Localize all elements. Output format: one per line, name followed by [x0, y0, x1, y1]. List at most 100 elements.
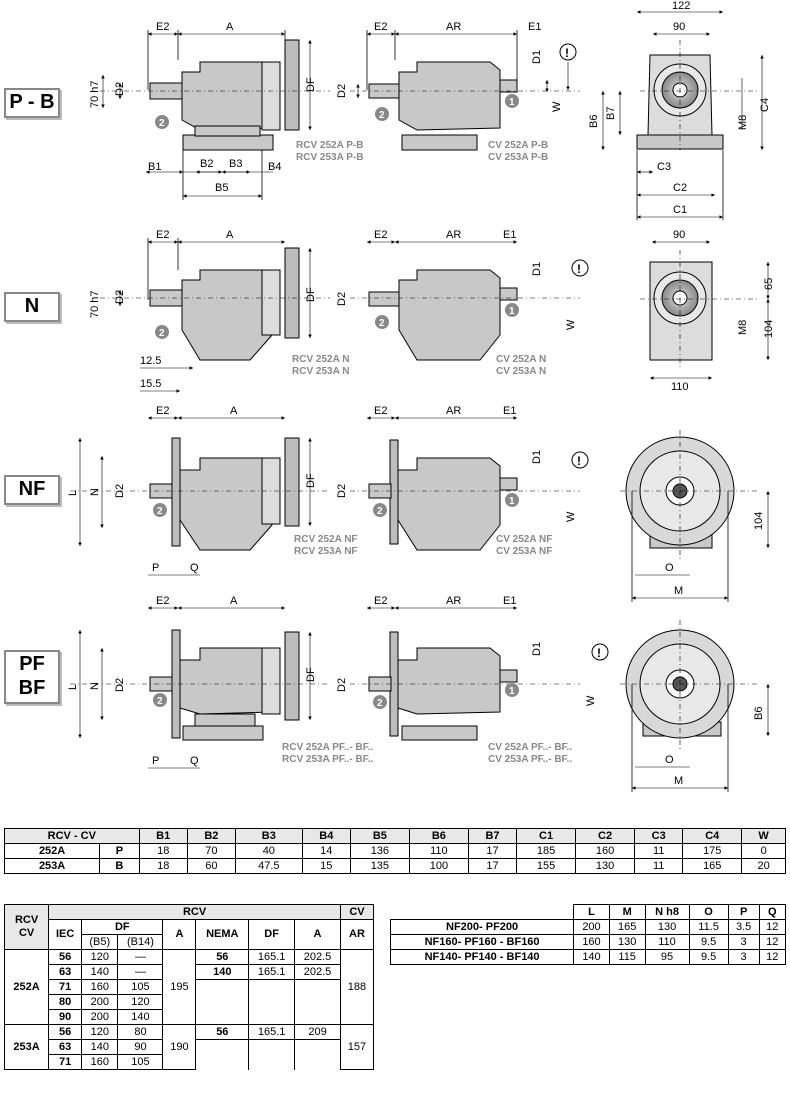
dim-a-nf: A [230, 405, 238, 417]
caption-rcv-nf-2: RCV 253A NF [294, 546, 358, 557]
section-pfbf-cv-drawing: E2 AR E1 D2 D1 2 1 ! W CV 252A PF..- BF.… [336, 595, 609, 765]
section-label-nf: NF [4, 475, 60, 505]
b5-cell: 120 [81, 949, 119, 965]
df2-cell [248, 1054, 296, 1070]
dim-122: 122 [672, 0, 690, 12]
a2-cell [294, 1039, 341, 1055]
dim-l-pf: L [67, 684, 79, 690]
dim-ar-pf: AR [446, 595, 461, 607]
dim-e1: E1 [528, 21, 541, 33]
dim-65: 65 [763, 278, 775, 290]
dim-q-nf: Q [190, 562, 199, 574]
table-cell: 165 [608, 919, 646, 935]
dim-104-nf: 104 [753, 512, 765, 530]
b14-cell: 80 [117, 1024, 164, 1040]
dim-ar-nf: AR [446, 405, 461, 417]
dim-df: DF [305, 77, 317, 92]
dim-b3: B3 [229, 158, 242, 170]
row-model: 252A [3, 843, 101, 859]
a2-cell: 209 [294, 1024, 341, 1040]
dim-d2-nf: D2 [114, 484, 126, 498]
df2-cell [248, 994, 296, 1010]
table-cell: 185 [516, 843, 577, 859]
dim-b6: B6 [588, 115, 600, 128]
dim-a-pf: A [230, 595, 238, 607]
flange-name: NF140- PF140 - BF140 [389, 949, 575, 965]
b14-cell: — [117, 949, 164, 965]
iec-cell: 63 [48, 964, 83, 980]
nema-cell: 56 [195, 949, 250, 965]
dim-e2-n-cv: E2 [374, 229, 387, 241]
dim-a-n: A [226, 229, 234, 241]
dim-15-5: 15.5 [140, 378, 161, 390]
section-pb-rcv-drawing: E2 A D2 70 h7 DF 2 B1 B2 B3 B4 B5 RCV 25… [89, 21, 363, 200]
ar-header: AR [339, 919, 375, 950]
dim-c2: C2 [673, 182, 687, 194]
dim-o-pf: O [665, 754, 674, 766]
a-header: A [162, 919, 197, 950]
dim-70h7: 70 h7 [89, 80, 101, 108]
b5-cell: 140 [81, 1039, 119, 1055]
dim-e1-pf: E1 [503, 595, 516, 607]
section-pb-front-view: 122 90 M8 C4 B6 B7 C3 C2 C1 [588, 0, 771, 220]
table-cell: 175 [682, 843, 743, 859]
dim-c3: C3 [657, 161, 671, 173]
dim-d1: D1 [531, 50, 543, 64]
table-cell: 60 [186, 858, 236, 874]
b14-cell: 105 [117, 979, 164, 995]
nema-cell [195, 994, 250, 1010]
caption-cv-nf-1: CV 252A NF [496, 534, 552, 545]
dim-w-nf: W [565, 511, 577, 522]
a2-cell [294, 1009, 341, 1025]
table-b-col-header: RCV - CV [4, 828, 140, 844]
dim-d2-nf-cv: D2 [336, 484, 348, 498]
caption-cv-n-1: CV 252A N [496, 354, 546, 365]
table-cell: 9.5 [688, 949, 729, 965]
flange-col-header: O [688, 904, 729, 920]
dim-m8: M8 [737, 115, 749, 130]
df2-cell: 165.1 [248, 1024, 296, 1040]
table-b-col-header: B4 [301, 828, 351, 844]
a2-cell [294, 979, 341, 995]
nema-cell [195, 1054, 250, 1070]
dim-e1-n: E1 [503, 229, 516, 241]
iec-cell: 80 [48, 994, 83, 1010]
table-cell: 40 [234, 843, 303, 859]
dim-c4: C4 [759, 98, 771, 112]
dim-df-nf: DF [305, 473, 317, 488]
callout-2-n-cv: 2 [379, 318, 385, 329]
callout-2-pf-cv: 2 [377, 698, 383, 709]
table-b-col-header: C3 [634, 828, 684, 844]
table-cell: 12 [758, 949, 787, 965]
caption-rcv-pb-2: RCV 253A P-B [296, 152, 363, 163]
rcv-header: RCV [48, 904, 341, 920]
dim-o-nf: O [665, 562, 674, 574]
table-cell: 18 [138, 858, 188, 874]
dim-d2: D2 [114, 82, 126, 96]
table-cell: 165 [682, 858, 743, 874]
caption-cv-pf-1: CV 252A PF..- BF.. [488, 742, 572, 753]
section-pfbf-rcv-drawing: E2 A L N D2 DF 2 P Q RCV 252A PF..- BF..… [67, 595, 374, 769]
dim-m-pf: M [674, 775, 683, 787]
b5-header: (B5) [81, 934, 119, 950]
table-cell: 20 [741, 858, 786, 874]
b5-cell: 160 [81, 1054, 119, 1070]
dim-d2-pf-cv: D2 [336, 678, 348, 692]
dim-e2-nf-cv: E2 [374, 405, 387, 417]
nema-cell: 140 [195, 964, 250, 980]
dim-ar: AR [446, 21, 461, 33]
table-b-col-header: B3 [234, 828, 303, 844]
dim-d2-pf: D2 [114, 678, 126, 692]
table-cell: 47.5 [234, 858, 303, 874]
table-cell: 135 [349, 858, 410, 874]
table-cell: 110 [644, 934, 690, 950]
callout-1-nf: 1 [509, 496, 515, 507]
